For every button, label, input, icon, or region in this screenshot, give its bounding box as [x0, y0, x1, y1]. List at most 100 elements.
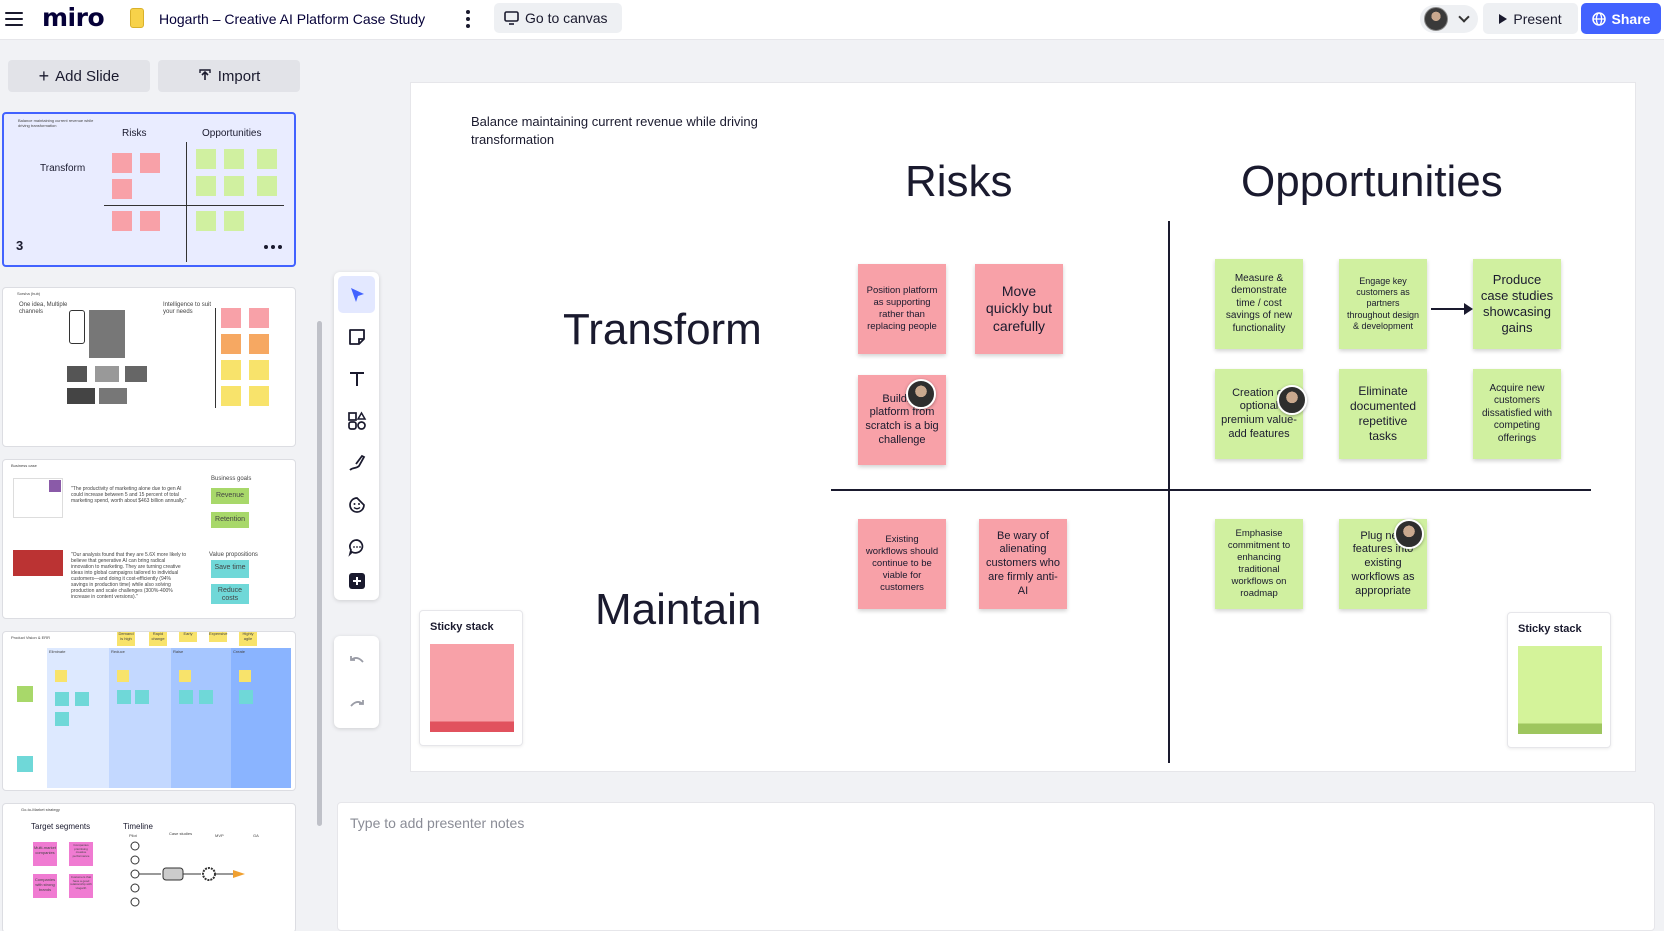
miro-logo[interactable]: miro: [42, 3, 105, 32]
slide-thumb-text: One idea, Multiple channels: [19, 302, 68, 316]
canvas-subtitle[interactable]: Balance maintaining current revenue whil…: [471, 114, 758, 147]
slide-thumb-sticky: [196, 176, 216, 196]
slide-thumbnail-6[interactable]: Product Vision & ERR Demand is high Rapi…: [2, 631, 296, 791]
collaborator-avatar[interactable]: [1394, 519, 1424, 549]
shapes-tool[interactable]: [338, 402, 375, 439]
slide-thumb-image: [67, 366, 87, 382]
undo-button[interactable]: [338, 642, 375, 679]
collaborator-avatar[interactable]: [1277, 385, 1307, 415]
slide-thumb-sticky: [224, 149, 244, 169]
slide-thumb-col-label: Eliminate: [49, 649, 66, 654]
collaborator-avatar[interactable]: [906, 379, 936, 409]
slide-thumbnail-7[interactable]: Go-to-Market strategy Target segments Ti…: [2, 803, 296, 931]
slide-thumb-title: Sorsha (hub): [17, 291, 41, 296]
pen-tool[interactable]: [338, 444, 375, 481]
sticky-note[interactable]: Engage key customers as partners through…: [1339, 259, 1427, 349]
sticky-note[interactable]: Creation of optional premium value-add f…: [1215, 369, 1303, 459]
slide-thumb-sticky: [224, 176, 244, 196]
slide-thumb-sticky: [257, 149, 277, 169]
menu-icon[interactable]: [4, 9, 24, 29]
sticky-note[interactable]: Be wary of alienating customers who are …: [979, 519, 1067, 609]
add-slide-button[interactable]: + Add Slide: [8, 60, 150, 92]
redo-button[interactable]: [338, 686, 375, 723]
sidebar-scrollbar[interactable]: [317, 321, 322, 826]
slide-thumb-sticky: [249, 334, 269, 354]
slide-thumb-sticky: Companies with strong brands: [33, 874, 57, 898]
horizontal-axis: [831, 489, 1591, 491]
slide-thumb-sticky: [224, 211, 244, 231]
sticky-text: Existing workflows should continue to be…: [865, 534, 939, 593]
user-avatar: [1424, 7, 1448, 31]
sticky-text: Eliminate documented repetitive tasks: [1349, 384, 1417, 443]
board-icon[interactable]: [130, 8, 144, 28]
more-tools-button[interactable]: [338, 562, 375, 599]
sticky-text: Position platform as supporting rather t…: [866, 285, 938, 332]
risks-heading[interactable]: Risks: [905, 157, 1013, 206]
sticky-pad-green: [1518, 646, 1602, 734]
sticky-stack-green[interactable]: Sticky stack: [1507, 612, 1611, 748]
opportunities-heading[interactable]: Opportunities: [1241, 157, 1503, 206]
sticky-note[interactable]: Produce case studies showcasing gains: [1473, 259, 1561, 349]
sticky-note[interactable]: Eliminate documented repetitive tasks: [1339, 369, 1427, 459]
present-button[interactable]: Present: [1483, 3, 1578, 34]
import-label: Import: [217, 67, 261, 85]
transform-heading[interactable]: Transform: [563, 305, 762, 354]
sticky-note[interactable]: Measure & demonstrate time / cost saving…: [1215, 259, 1303, 349]
comment-icon: [347, 538, 363, 557]
slide-thumb-col-label: Create: [233, 649, 246, 654]
sticky-stack-pink[interactable]: Sticky stack: [419, 610, 523, 746]
comment-tool[interactable]: [338, 528, 375, 565]
arrow-connector[interactable]: [1431, 303, 1473, 315]
slide-thumb-column: [231, 648, 291, 788]
sticky-note[interactable]: Position platform as supporting rather t…: [858, 264, 946, 354]
slide-thumb-sticky: [179, 670, 191, 682]
slide-thumb-sticky: [140, 211, 160, 231]
sticky-text: Plug new features into existing workflow…: [1351, 529, 1415, 597]
board-canvas[interactable]: Balance maintaining current revenue whil…: [410, 82, 1636, 772]
slide-thumb-sticky: Multi-market companies: [33, 842, 57, 866]
slide-thumb-sticky: [249, 386, 269, 406]
board-title[interactable]: Hogarth – Creative AI Platform Case Stud…: [159, 11, 426, 27]
slide-thumb-sticky: [179, 690, 193, 704]
slide-thumbnail-5[interactable]: Business case "The productivity of marke…: [2, 459, 296, 619]
share-button[interactable]: Share: [1581, 3, 1661, 34]
select-tool[interactable]: [338, 276, 375, 313]
sticky-text: Engage key customers as partners through…: [1346, 275, 1420, 331]
slide-thumb-timeline: [130, 841, 245, 907]
slide-thumb-sticky: [196, 211, 216, 231]
sticky-note[interactable]: Acquire new customers dissatisfied with …: [1473, 369, 1561, 459]
slide-more-icon[interactable]: [264, 245, 282, 249]
sticky-note[interactable]: Move quickly but carefully: [975, 264, 1063, 354]
text-tool[interactable]: [338, 360, 375, 397]
go-to-canvas-label: Go to canvas: [525, 10, 608, 26]
maintain-heading[interactable]: Maintain: [595, 585, 762, 634]
slide-thumb-label: Timeline: [123, 822, 153, 831]
go-to-canvas-button[interactable]: Go to canvas: [494, 3, 622, 33]
slide-thumb-sticky: Revenue: [211, 488, 249, 504]
presenter-notes-input[interactable]: Type to add presenter notes: [337, 802, 1655, 931]
sticky-text: Produce case studies showcasing gains: [1480, 271, 1554, 336]
stickers-tool[interactable]: [338, 486, 375, 523]
sticky-note[interactable]: Emphasise commitment to enhancing tradit…: [1215, 519, 1303, 609]
more-options-icon[interactable]: [463, 8, 473, 30]
vertical-axis: [1168, 221, 1170, 763]
slide-thumb-sticky: Highly agile: [239, 632, 257, 646]
user-menu[interactable]: [1420, 5, 1478, 33]
slide-thumbnail-3[interactable]: Balance maintaining current revenue whil…: [2, 112, 296, 267]
slide-thumb-sticky: [196, 149, 216, 169]
slide-thumb-image: [99, 388, 127, 404]
slide-thumb-risks: Risks: [122, 128, 147, 139]
sticky-note-tool[interactable]: [338, 318, 375, 355]
plus-square-icon: [348, 572, 365, 589]
slide-number: 3: [16, 238, 24, 253]
import-button[interactable]: Import: [158, 60, 300, 92]
slide-thumb-column: [109, 648, 171, 788]
slide-thumb-sticky: [17, 756, 33, 772]
slide-thumb-sticky: [55, 670, 67, 682]
sticky-note[interactable]: Existing workflows should continue to be…: [858, 519, 946, 609]
slide-thumbnail-4[interactable]: Sorsha (hub) One idea, Multiple channels…: [2, 287, 296, 447]
slide-thumb-image: [13, 550, 63, 576]
slide-thumb-sticky: Early: [179, 632, 197, 642]
add-slide-label: Add Slide: [55, 67, 120, 85]
present-label: Present: [1513, 10, 1562, 27]
